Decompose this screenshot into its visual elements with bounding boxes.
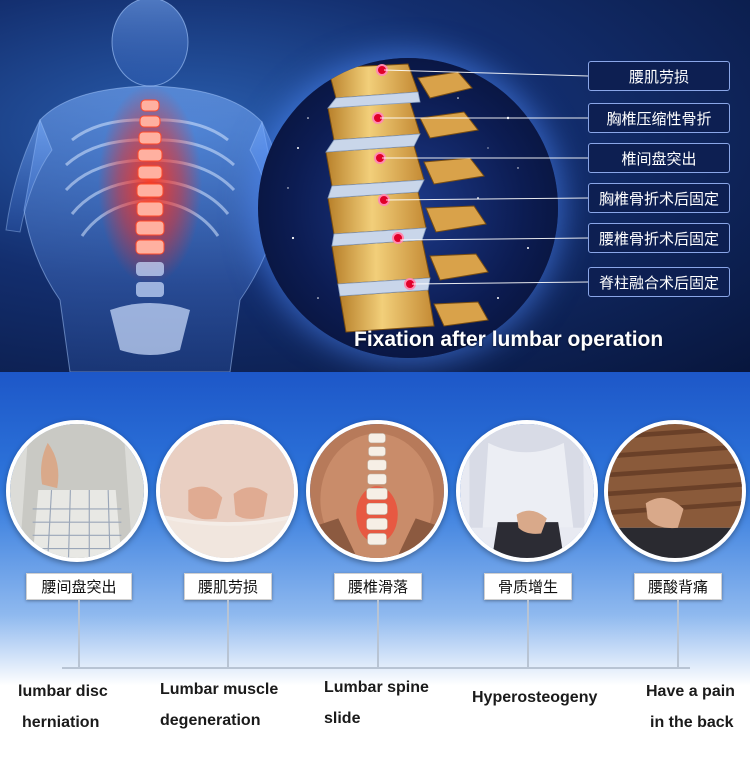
condition-label-thoracic-compression-fracture: 胸椎压缩性骨折 [588, 103, 730, 133]
label-disc-herniation-line2: herniation [22, 714, 100, 731]
anatomy-panel: 腰肌劳损 胸椎压缩性骨折 椎间盘突出 胸椎骨折术后固定 腰椎骨折术后固定 脊柱融… [0, 0, 750, 372]
label-back-pain-line2: in the back [650, 714, 734, 731]
photo-lumbar-spine-slide [306, 420, 448, 562]
photo-lumbar-muscle-strain [156, 420, 298, 562]
tag-hyperosteogeny-cn: 骨质增生 [484, 573, 572, 600]
condition-label-disc-herniation: 椎间盘突出 [588, 143, 730, 173]
label-lumbar-spine-en: Lumbar spine slide [324, 672, 429, 734]
label-back-pain-line1: Have a pain [646, 683, 735, 700]
label-lumbar-muscle-en: Lumbar muscle degeneration [160, 674, 278, 736]
tag-lumbar-spine-slide-cn: 腰椎滑落 [334, 573, 422, 600]
tag-lumbar-muscle-strain-cn: 腰肌劳损 [184, 573, 272, 600]
label-lumbar-spine-line2: slide [324, 710, 361, 727]
condition-label-thoracic-fracture-fixation: 胸椎骨折术后固定 [588, 183, 730, 213]
label-back-pain-en: Have a pain in the back [646, 676, 750, 738]
photo-hyperosteogeny [456, 420, 598, 562]
symptoms-panel: 腰间盘突出 腰肌劳损 腰椎滑落 骨质增生 腰酸背痛 lumbar disc he… [0, 372, 750, 764]
fixation-caption: Fixation after lumbar operation [354, 328, 664, 351]
connector-lines [62, 600, 690, 669]
photo-back-pain [604, 420, 746, 562]
spine-closeup-circle [258, 58, 558, 358]
label-lumbar-muscle-line1: Lumbar muscle [160, 681, 279, 698]
label-hyperosteogeny-line1: Hyperosteogeny [472, 689, 598, 706]
label-lumbar-spine-line1: Lumbar spine [324, 679, 429, 696]
condition-label-lumbar-fracture-fixation: 腰椎骨折术后固定 [588, 223, 730, 253]
tag-back-pain-cn: 腰酸背痛 [634, 573, 722, 600]
label-hyperosteogeny-en: Hyperosteogeny [472, 682, 597, 713]
condition-label-lumbar-strain: 腰肌劳损 [588, 61, 730, 91]
label-disc-herniation-en: lumbar disc herniation [18, 676, 108, 738]
condition-label-spinal-fusion-fixation: 脊柱融合术后固定 [588, 267, 730, 297]
lumbar-spine-illustration [287, 63, 529, 333]
label-lumbar-muscle-line2: degeneration [160, 712, 261, 729]
photo-disc-herniation [6, 420, 148, 562]
tag-disc-herniation-cn: 腰间盘突出 [26, 573, 132, 600]
human-body-illustration [5, 0, 297, 372]
label-disc-herniation-line1: lumbar disc [18, 683, 108, 700]
